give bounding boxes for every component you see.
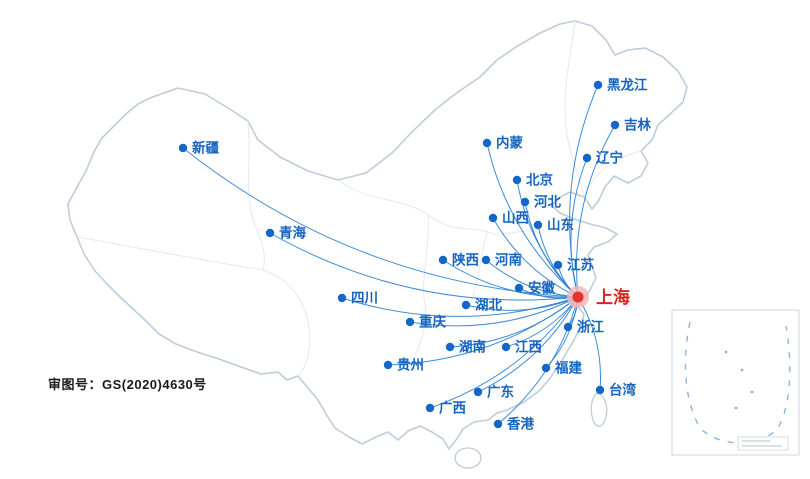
route-line (486, 142, 579, 298)
province-label: 江苏 (567, 257, 595, 273)
province-label: 江西 (515, 339, 542, 355)
province-dot (337, 293, 347, 303)
route-line (409, 296, 579, 327)
province-label: 河南 (495, 252, 522, 268)
province-label: 香港 (506, 416, 535, 432)
province-dot (438, 255, 448, 265)
province-dot (610, 120, 620, 130)
province-label: 山东 (547, 217, 575, 233)
province-label: 吉林 (624, 117, 652, 133)
province-dot (541, 363, 551, 373)
province-dot (481, 255, 491, 265)
province-dot (582, 153, 592, 163)
province-label: 新疆 (192, 140, 219, 156)
province-dot (405, 317, 415, 327)
province-label: 重庆 (419, 314, 446, 330)
province-dot (514, 283, 524, 293)
province-dot (445, 342, 455, 352)
island-speck (740, 368, 744, 372)
route-line (341, 296, 579, 317)
province-label: 四川 (351, 291, 378, 306)
province-dot (383, 360, 393, 370)
province-dot (425, 403, 435, 413)
province-dot (178, 143, 188, 153)
island-speck (724, 350, 728, 354)
province-label: 福建 (554, 360, 583, 376)
inset-border (671, 309, 800, 456)
province-label: 浙江 (577, 319, 605, 335)
hub-dot (572, 291, 584, 303)
province-dot (520, 197, 530, 207)
map-approval-number: 审图号：GS(2020)4630号 (48, 377, 207, 392)
province-dot (501, 342, 511, 352)
province-label: 山西 (502, 211, 529, 226)
province-label: 湖北 (475, 298, 502, 313)
route-line (570, 157, 588, 298)
inset-scale-box (737, 436, 789, 451)
province-label: 辽宁 (596, 150, 623, 166)
province-label: 台湾 (609, 382, 637, 398)
hub-label: 上海 (596, 287, 630, 307)
province-labels: 黑龙江吉林辽宁 内蒙北京河北山西 山东 新疆青海陕西河南 江苏安徽四川 湖北重庆 浙江湖南 江… (192, 77, 652, 432)
province-dot (593, 80, 603, 90)
route-line (442, 259, 579, 298)
province-dot (488, 213, 498, 223)
province-dot (482, 138, 492, 148)
island-speck (750, 390, 754, 394)
province-label: 贵州 (397, 357, 424, 373)
route-line (429, 296, 579, 409)
province-label: 北京 (526, 172, 553, 188)
hub-marker: 上海 (567, 286, 630, 308)
route-line (477, 296, 579, 393)
province-dot (553, 260, 563, 270)
south-china-sea-inset (671, 309, 800, 456)
province-dot (461, 300, 471, 310)
province-label: 湖南 (459, 339, 486, 355)
route-line (492, 217, 579, 298)
island-speck (734, 406, 738, 410)
province-label: 河北 (534, 194, 562, 210)
hainan-island (454, 447, 482, 469)
route-line (387, 296, 579, 366)
province-dot (533, 220, 543, 230)
province-label: 广西 (439, 400, 466, 416)
province-label: 内蒙 (496, 135, 524, 151)
province-dot (595, 385, 605, 395)
province-dots (178, 80, 620, 429)
province-label: 广东 (487, 384, 515, 400)
province-dot (473, 387, 483, 397)
route-line (465, 296, 579, 311)
province-label: 黑龙江 (607, 77, 648, 93)
route-line (269, 232, 579, 301)
province-dot (512, 175, 522, 185)
province-borders (76, 20, 642, 377)
taiwan-island (590, 391, 608, 427)
province-dot (265, 228, 275, 238)
province-label: 陕西 (452, 252, 479, 268)
province-dot (563, 322, 573, 332)
route-line (576, 124, 616, 298)
province-label: 青海 (279, 225, 306, 241)
province-label: 安徽 (528, 280, 556, 296)
province-dot (493, 419, 503, 429)
